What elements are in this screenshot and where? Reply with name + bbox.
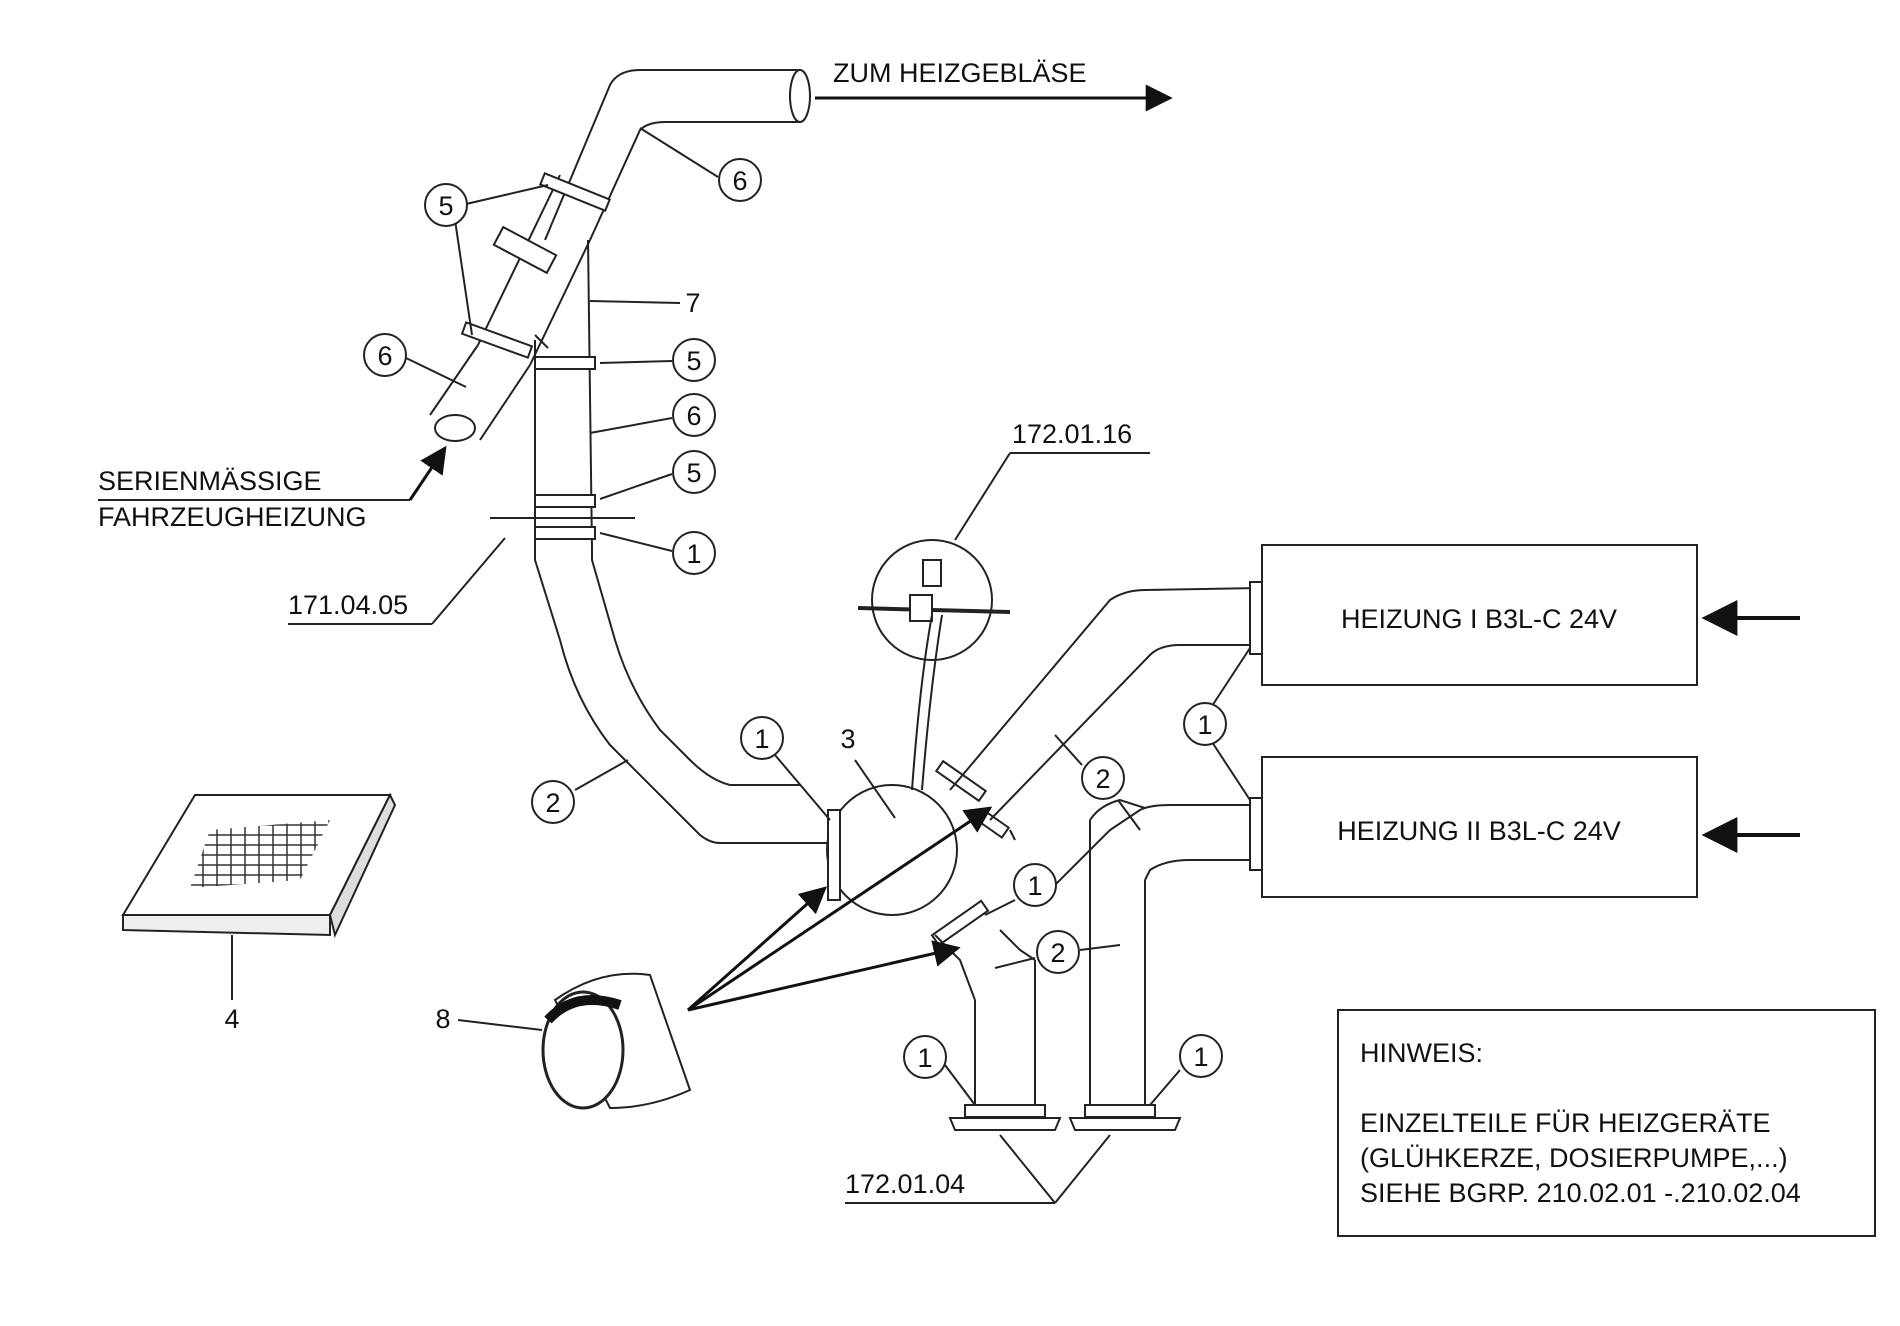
outlet-left bbox=[948, 1117, 1062, 1131]
adapter-arrow-1 bbox=[687, 886, 828, 1012]
part-8-label: 8 bbox=[435, 1004, 450, 1034]
hose-clamp bbox=[534, 356, 596, 370]
ref-172-01-04: 172.01.04 bbox=[845, 1169, 965, 1199]
callout-5-left: 5 bbox=[438, 191, 453, 221]
hose-clamp bbox=[538, 172, 612, 212]
adapter-arrow-2 bbox=[687, 806, 993, 1012]
hose-clamp bbox=[534, 526, 596, 540]
note-line-3: SIEHE BGRP. 210.02.01 -.210.02.04 bbox=[1360, 1178, 1801, 1208]
callout-5-low: 5 bbox=[686, 458, 701, 488]
note-line-2: (GLÜHKERZE, DOSIERPUMPE,...) bbox=[1360, 1143, 1788, 1173]
heater-1-label: HEIZUNG I B3L-C 24V bbox=[1341, 604, 1617, 634]
adapter-sleeve bbox=[541, 972, 692, 1110]
hose-clamp bbox=[460, 321, 534, 359]
heater-1-box bbox=[1261, 544, 1698, 686]
to-blower-label: ZUM HEIZGEBLÄSE bbox=[833, 58, 1087, 88]
callout-6-left: 6 bbox=[377, 341, 392, 371]
note-title: HINWEIS: bbox=[1360, 1038, 1483, 1068]
hose-clamp bbox=[1084, 1104, 1156, 1118]
right-ducts bbox=[934, 581, 1263, 1110]
insulation-mat bbox=[121, 792, 397, 938]
outlet-right bbox=[1068, 1117, 1182, 1131]
vertical-duct bbox=[534, 239, 840, 844]
callout-2-left: 2 bbox=[545, 788, 560, 818]
part-3-label: 3 bbox=[840, 724, 855, 754]
callout-1-small: 1 bbox=[1027, 871, 1042, 901]
heater-2-box bbox=[1261, 756, 1698, 898]
callout-1-bottom-left: 1 bbox=[917, 1043, 932, 1073]
heater-2-label: HEIZUNG II B3L-C 24V bbox=[1337, 816, 1621, 846]
callout-1-pipe: 1 bbox=[686, 539, 701, 569]
hose-clamp bbox=[964, 1104, 1046, 1118]
ref-171-04-05: 171.04.05 bbox=[288, 590, 408, 620]
callout-2-right-mid: 2 bbox=[1050, 938, 1065, 968]
callout-1-heaters: 1 bbox=[1197, 710, 1212, 740]
ref-172-01-16: 172.01.16 bbox=[1012, 419, 1132, 449]
callout-6-mid: 6 bbox=[686, 401, 701, 431]
callout-5-mid: 5 bbox=[686, 346, 701, 376]
series-heating-label-2: FAHRZEUGHEIZUNG bbox=[98, 502, 367, 532]
part-4-label: 4 bbox=[224, 1004, 239, 1034]
part-7-label: 7 bbox=[685, 288, 700, 318]
adapter-arrow-3 bbox=[687, 940, 961, 1012]
sensor-detail bbox=[857, 539, 1011, 791]
callout-6-top: 6 bbox=[732, 166, 747, 196]
callout-2-right-top: 2 bbox=[1095, 764, 1110, 794]
series-heating-label-1: SERIENMÄSSIGE bbox=[98, 466, 322, 496]
callout-1-junction: 1 bbox=[754, 724, 769, 754]
callout-1-bottom-right: 1 bbox=[1193, 1042, 1208, 1072]
series-heating-arrow bbox=[408, 445, 447, 501]
hose-clamp bbox=[534, 494, 596, 508]
note-box bbox=[1337, 1009, 1876, 1237]
upper-duct bbox=[429, 69, 811, 442]
junction-piece bbox=[826, 759, 1011, 947]
note-line-1: EINZELTEILE FÜR HEIZGERÄTE bbox=[1360, 1108, 1771, 1138]
